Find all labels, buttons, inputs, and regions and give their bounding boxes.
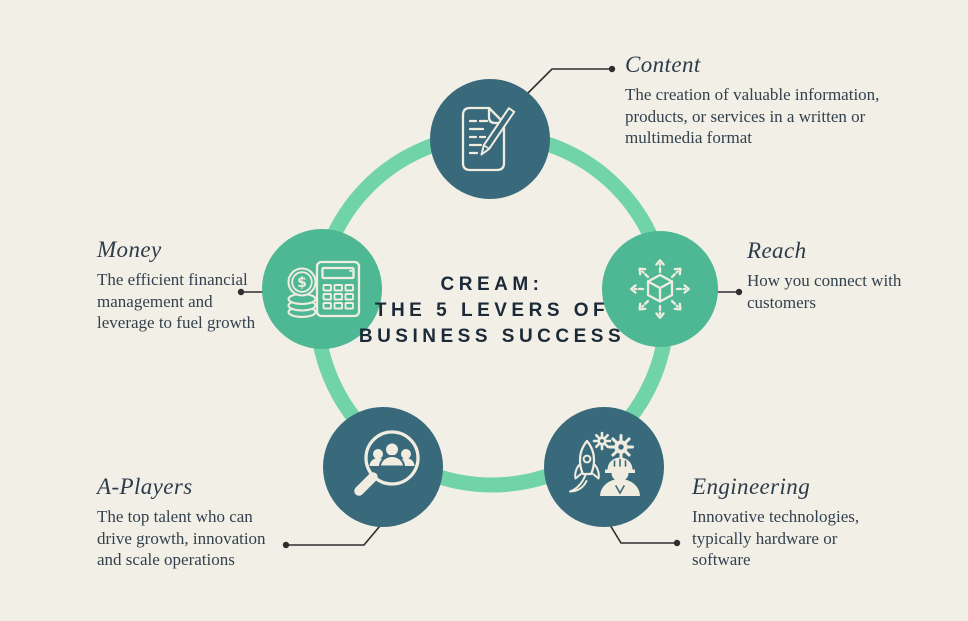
magnifier-team-icon <box>354 430 420 496</box>
cube-network-icon <box>630 259 690 319</box>
money-heading: Money <box>97 237 162 262</box>
title-line-2: THE 5 LEVERS OF <box>374 300 610 321</box>
title-line-1: CREAM: <box>440 274 544 295</box>
lever-block-money: Money The efficient financial management… <box>97 237 257 334</box>
title-line-3: BUSINESS SUCCESS <box>358 326 626 347</box>
lever-block-engineering: Engineering Innovative technologies, typ… <box>692 474 892 571</box>
engineering-heading: Engineering <box>692 474 811 499</box>
money-description: The efficient financial management and l… <box>97 270 256 332</box>
content-description: The creation of valuable information, pr… <box>625 85 880 147</box>
node-money: $ <box>262 229 382 349</box>
a-players-description: The top talent who can drive growth, inn… <box>97 507 266 569</box>
engineer-rocket-gears-icon <box>569 431 640 496</box>
reach-description: How you connect with customers <box>747 271 902 312</box>
engineering-description: Innovative technologies, typically hardw… <box>692 507 860 569</box>
document-pen-icon <box>461 106 516 172</box>
node-a-players <box>323 407 443 527</box>
diagram-title: CREAM: THE 5 LEVERS OF BUSINESS SUCCESS <box>290 272 694 350</box>
dollar-glyph: $ <box>297 275 307 291</box>
reach-heading: Reach <box>747 238 807 263</box>
content-heading: Content <box>625 52 701 77</box>
node-reach <box>602 231 718 347</box>
money-circle <box>262 229 382 349</box>
a-players-heading: A-Players <box>97 474 193 499</box>
connector-content <box>521 65 616 100</box>
coins-calculator-icon: $ <box>287 260 361 319</box>
node-engineering <box>544 407 664 527</box>
node-content <box>430 79 550 199</box>
engineering-circle <box>544 407 664 527</box>
lever-block-content: Content The creation of valuable informa… <box>625 52 897 149</box>
lever-block-reach: Reach How you connect with customers <box>747 238 917 313</box>
lever-block-a-players: A-Players The top talent who can drive g… <box>97 474 279 571</box>
